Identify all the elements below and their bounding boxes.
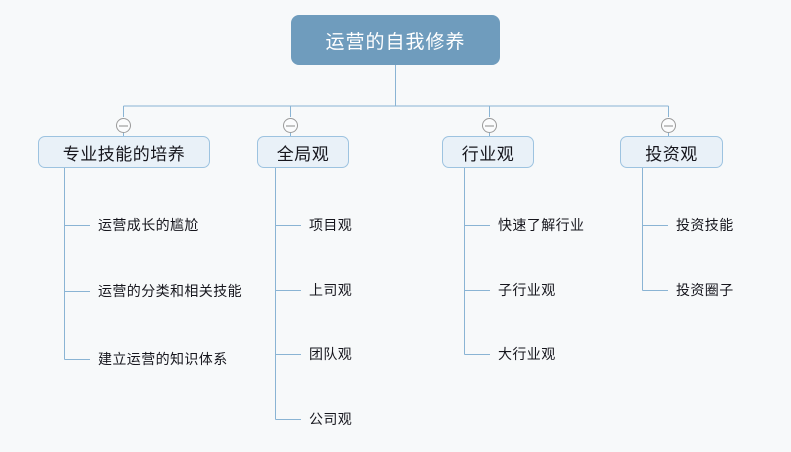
leaf-node[interactable]: 建立运营的知识体系 — [98, 352, 228, 368]
leaf-node[interactable]: 团队观 — [309, 347, 353, 363]
leaf-node[interactable]: 运营的分类和相关技能 — [98, 284, 242, 300]
branch-node-3-label: 行业观 — [461, 144, 515, 165]
branch-node-4[interactable]: 投资观 — [620, 136, 723, 168]
leaf-node[interactable]: 子行业观 — [498, 283, 556, 299]
branch-node-2-label: 全局观 — [276, 144, 330, 165]
branch-node-1[interactable]: 专业技能的培养 — [38, 136, 210, 168]
branch-node-1-label: 专业技能的培养 — [62, 144, 186, 165]
collapse-toggle-1[interactable] — [116, 118, 131, 133]
leaf-node[interactable]: 投资圈子 — [676, 283, 734, 299]
root-node[interactable]: 运营的自我修养 — [291, 15, 500, 65]
leaf-node[interactable]: 上司观 — [309, 283, 353, 299]
collapse-toggle-3[interactable] — [482, 118, 497, 133]
leaf-node[interactable]: 项目观 — [309, 218, 353, 234]
leaf-node[interactable]: 快速了解行业 — [498, 218, 585, 234]
collapse-toggle-4[interactable] — [661, 118, 676, 133]
leaf-node[interactable]: 运营成长的尴尬 — [98, 218, 199, 234]
leaf-node[interactable]: 公司观 — [309, 412, 353, 428]
branch-node-4-label: 投资观 — [645, 144, 698, 165]
root-node-label: 运营的自我修养 — [325, 30, 466, 53]
collapse-toggle-2[interactable] — [283, 118, 298, 133]
leaf-node[interactable]: 大行业观 — [498, 347, 556, 363]
leaf-node[interactable]: 投资技能 — [676, 218, 734, 234]
branch-node-2[interactable]: 全局观 — [257, 136, 349, 168]
branch-node-3[interactable]: 行业观 — [442, 136, 534, 168]
